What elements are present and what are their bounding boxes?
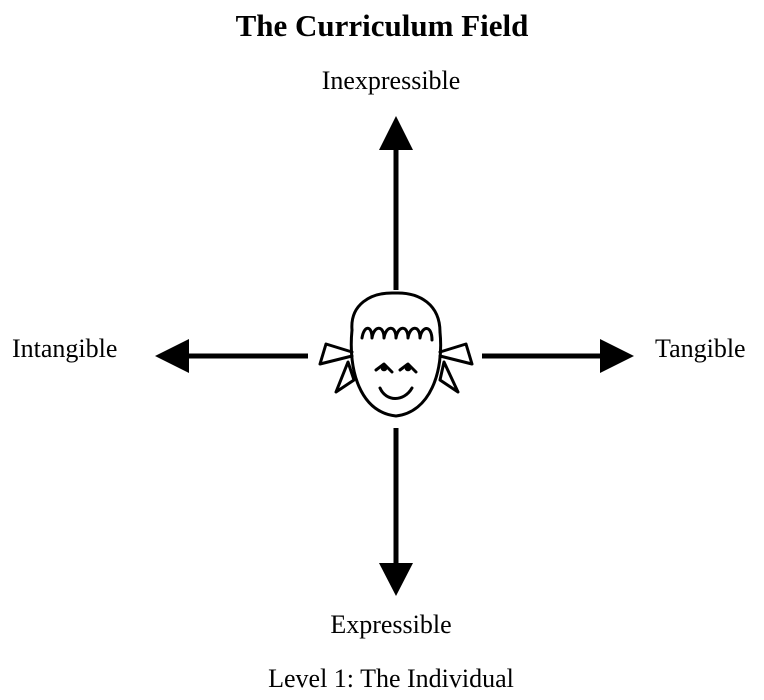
child-face-icon: [318, 291, 474, 418]
arrow-down: [379, 428, 413, 596]
arrow-left: [155, 339, 308, 373]
axis-label-tangible: Tangible: [655, 334, 746, 363]
arrow-right: [482, 339, 634, 373]
axis-label-inexpressible: Inexpressible: [321, 66, 461, 95]
diagram-title: The Curriculum Field: [235, 8, 529, 43]
axis-label-expressible: Expressible: [330, 610, 452, 639]
arrow-up: [379, 116, 413, 290]
diagram-caption: Level 1: The Individual: [268, 664, 514, 693]
axis-label-intangible: Intangible: [12, 334, 118, 363]
